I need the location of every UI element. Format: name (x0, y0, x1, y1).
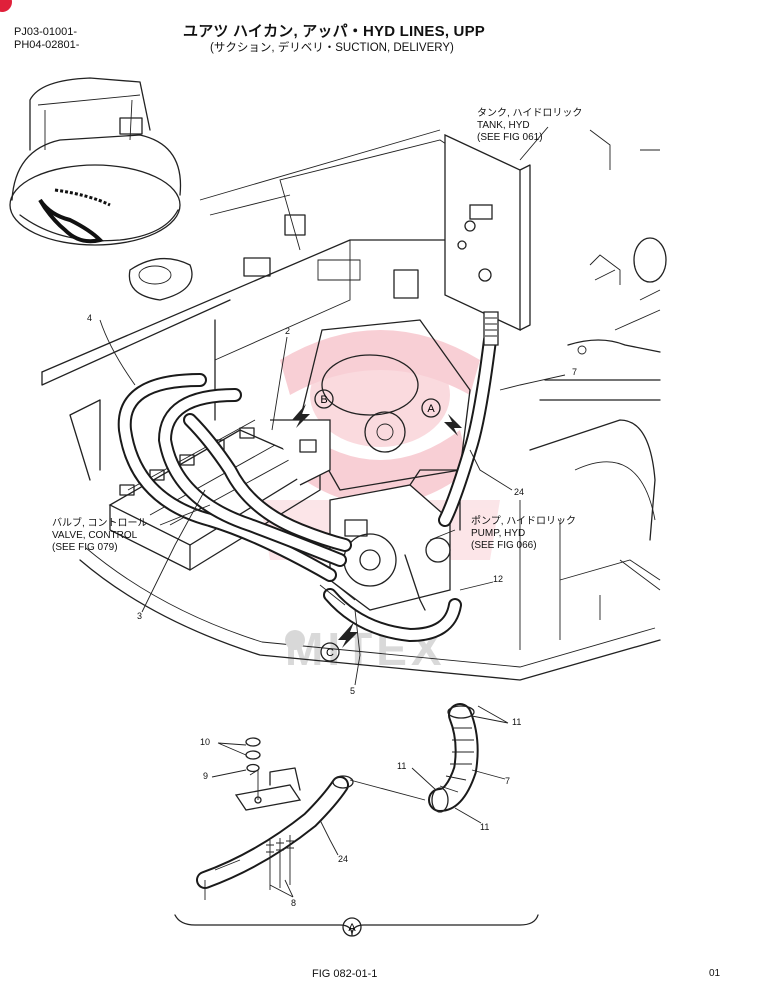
callout-5: 5 (350, 686, 356, 696)
callout-8: 8 (291, 898, 297, 908)
hydraulic-pump (329, 469, 461, 611)
page-number: 01 (709, 968, 721, 979)
valve-label: バルブ, コントロール VALVE, CONTROL (SEE FIG 079) (52, 518, 148, 554)
callout-9: 9 (203, 771, 209, 781)
view-b-circle (314, 389, 334, 409)
callout-2: 2 (285, 326, 291, 336)
view-arrow-b (292, 404, 310, 428)
view-a-circle (421, 398, 441, 418)
detail-leader-lines (211, 705, 509, 898)
serial-range-1: PJ03-01001- (14, 26, 77, 38)
hydraulic-tank (444, 133, 531, 332)
callout-24-detail: 24 (338, 854, 349, 864)
detail-a-letter: A (348, 922, 356, 934)
tank-label: タンク, ハイドロリック TANK, HYD (SEE FIG 061) (477, 108, 582, 144)
view-c-circle (320, 642, 340, 662)
pump-label-jp: ポンプ, ハイドロリック (471, 516, 577, 527)
serial-range-2: PH04-02801- (14, 39, 80, 51)
callout-7-detail: 7 (505, 776, 511, 786)
callout-11-bottom: 11 (480, 822, 490, 832)
pump-label-en: PUMP, HYD (471, 528, 526, 539)
hoses (117, 311, 499, 642)
tank-label-ref: (SEE FIG 061) (477, 132, 543, 143)
callout-10: 10 (200, 737, 211, 747)
corner-mark (0, 0, 12, 12)
upper-frame (41, 129, 667, 681)
pump-label-ref: (SEE FIG 066) (471, 540, 537, 551)
valve-label-jp: バルブ, コントロール (52, 518, 148, 529)
page-subtitle: (サクション, デリベリ・SUCTION, DELIVERY) (210, 42, 454, 54)
view-b-letter: B (320, 394, 327, 406)
valve-label-ref: (SEE FIG 079) (52, 542, 118, 553)
callout-3: 3 (137, 611, 143, 621)
view-c-letter: C (326, 647, 334, 659)
page-title: ユアツ ハイカン, アッパ・HYD LINES, UPP (183, 23, 485, 40)
leader-lines (99, 126, 566, 686)
view-arrow-a (444, 414, 462, 436)
tank-label-jp: タンク, ハイドロリック (477, 108, 583, 119)
callout-24-main: 24 (514, 487, 525, 497)
callout-12: 12 (493, 574, 504, 584)
tank-label-en: TANK, HYD (477, 120, 530, 131)
view-a-letter: A (427, 403, 435, 415)
valve-label-en: VALVE, CONTROL (52, 530, 138, 541)
machine-inset (9, 77, 182, 246)
callout-11-top: 11 (512, 717, 522, 727)
callout-4: 4 (87, 313, 93, 323)
view-arrow-c (338, 622, 358, 648)
control-valve (108, 419, 331, 571)
figure-number: FIG 082-01-1 (312, 968, 378, 980)
pump-label: ポンプ, ハイドロリック PUMP, HYD (SEE FIG 066) (471, 516, 576, 552)
detail-a-view (174, 703, 539, 937)
callout-11-left: 11 (397, 761, 407, 771)
callout-7-main: 7 (572, 367, 578, 377)
